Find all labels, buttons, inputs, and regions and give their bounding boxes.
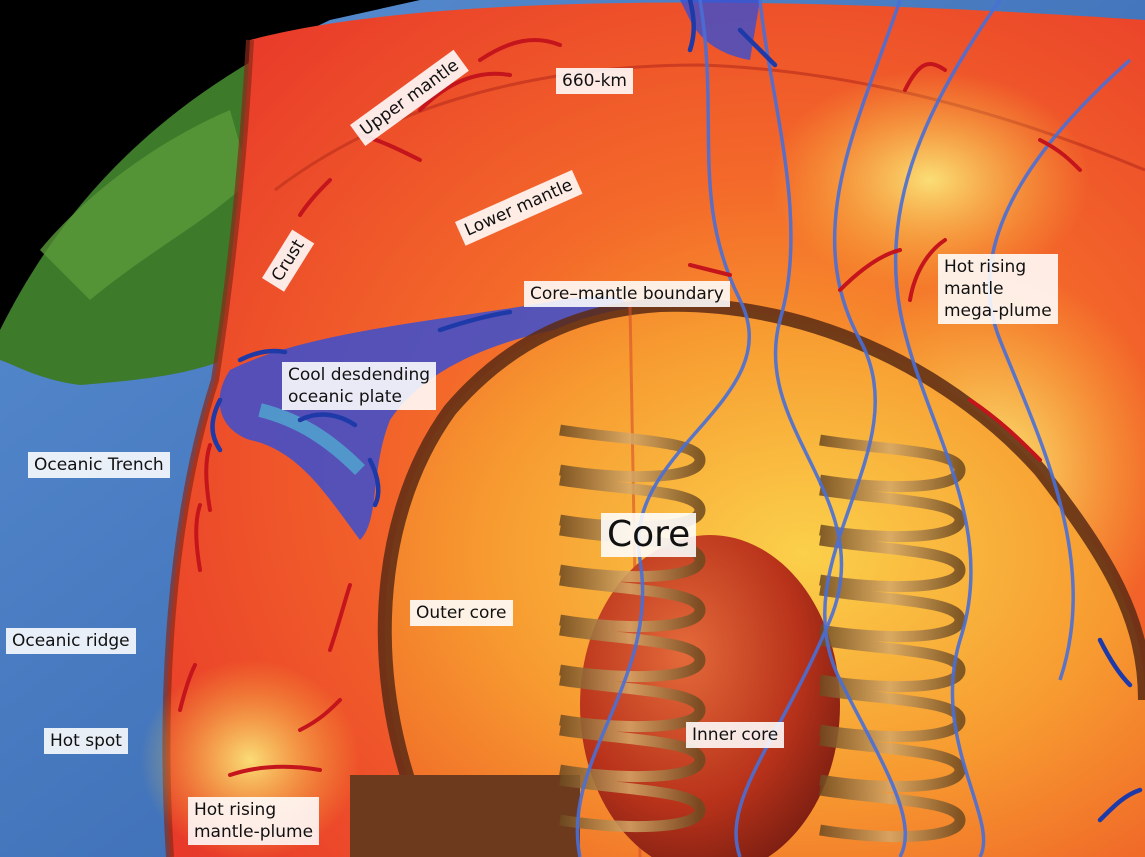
- label-mantle-plume: Hot rising mantle-plume: [188, 797, 319, 845]
- label-core-mantle-boundary: Core–mantle boundary: [524, 281, 730, 307]
- label-oceanic-ridge: Oceanic ridge: [6, 628, 136, 654]
- label-mega-plume: Hot rising mantle mega-plume: [938, 254, 1058, 324]
- label-outer-core: Outer core: [410, 600, 513, 626]
- label-cool-plate: Cool desdending oceanic plate: [282, 362, 436, 410]
- label-660km: 660-km: [556, 68, 633, 94]
- label-inner-core: Inner core: [686, 722, 784, 748]
- label-core: Core: [601, 513, 696, 557]
- label-hot-spot: Hot spot: [44, 728, 128, 754]
- label-oceanic-trench: Oceanic Trench: [28, 452, 170, 478]
- cutaway-block: [350, 775, 580, 857]
